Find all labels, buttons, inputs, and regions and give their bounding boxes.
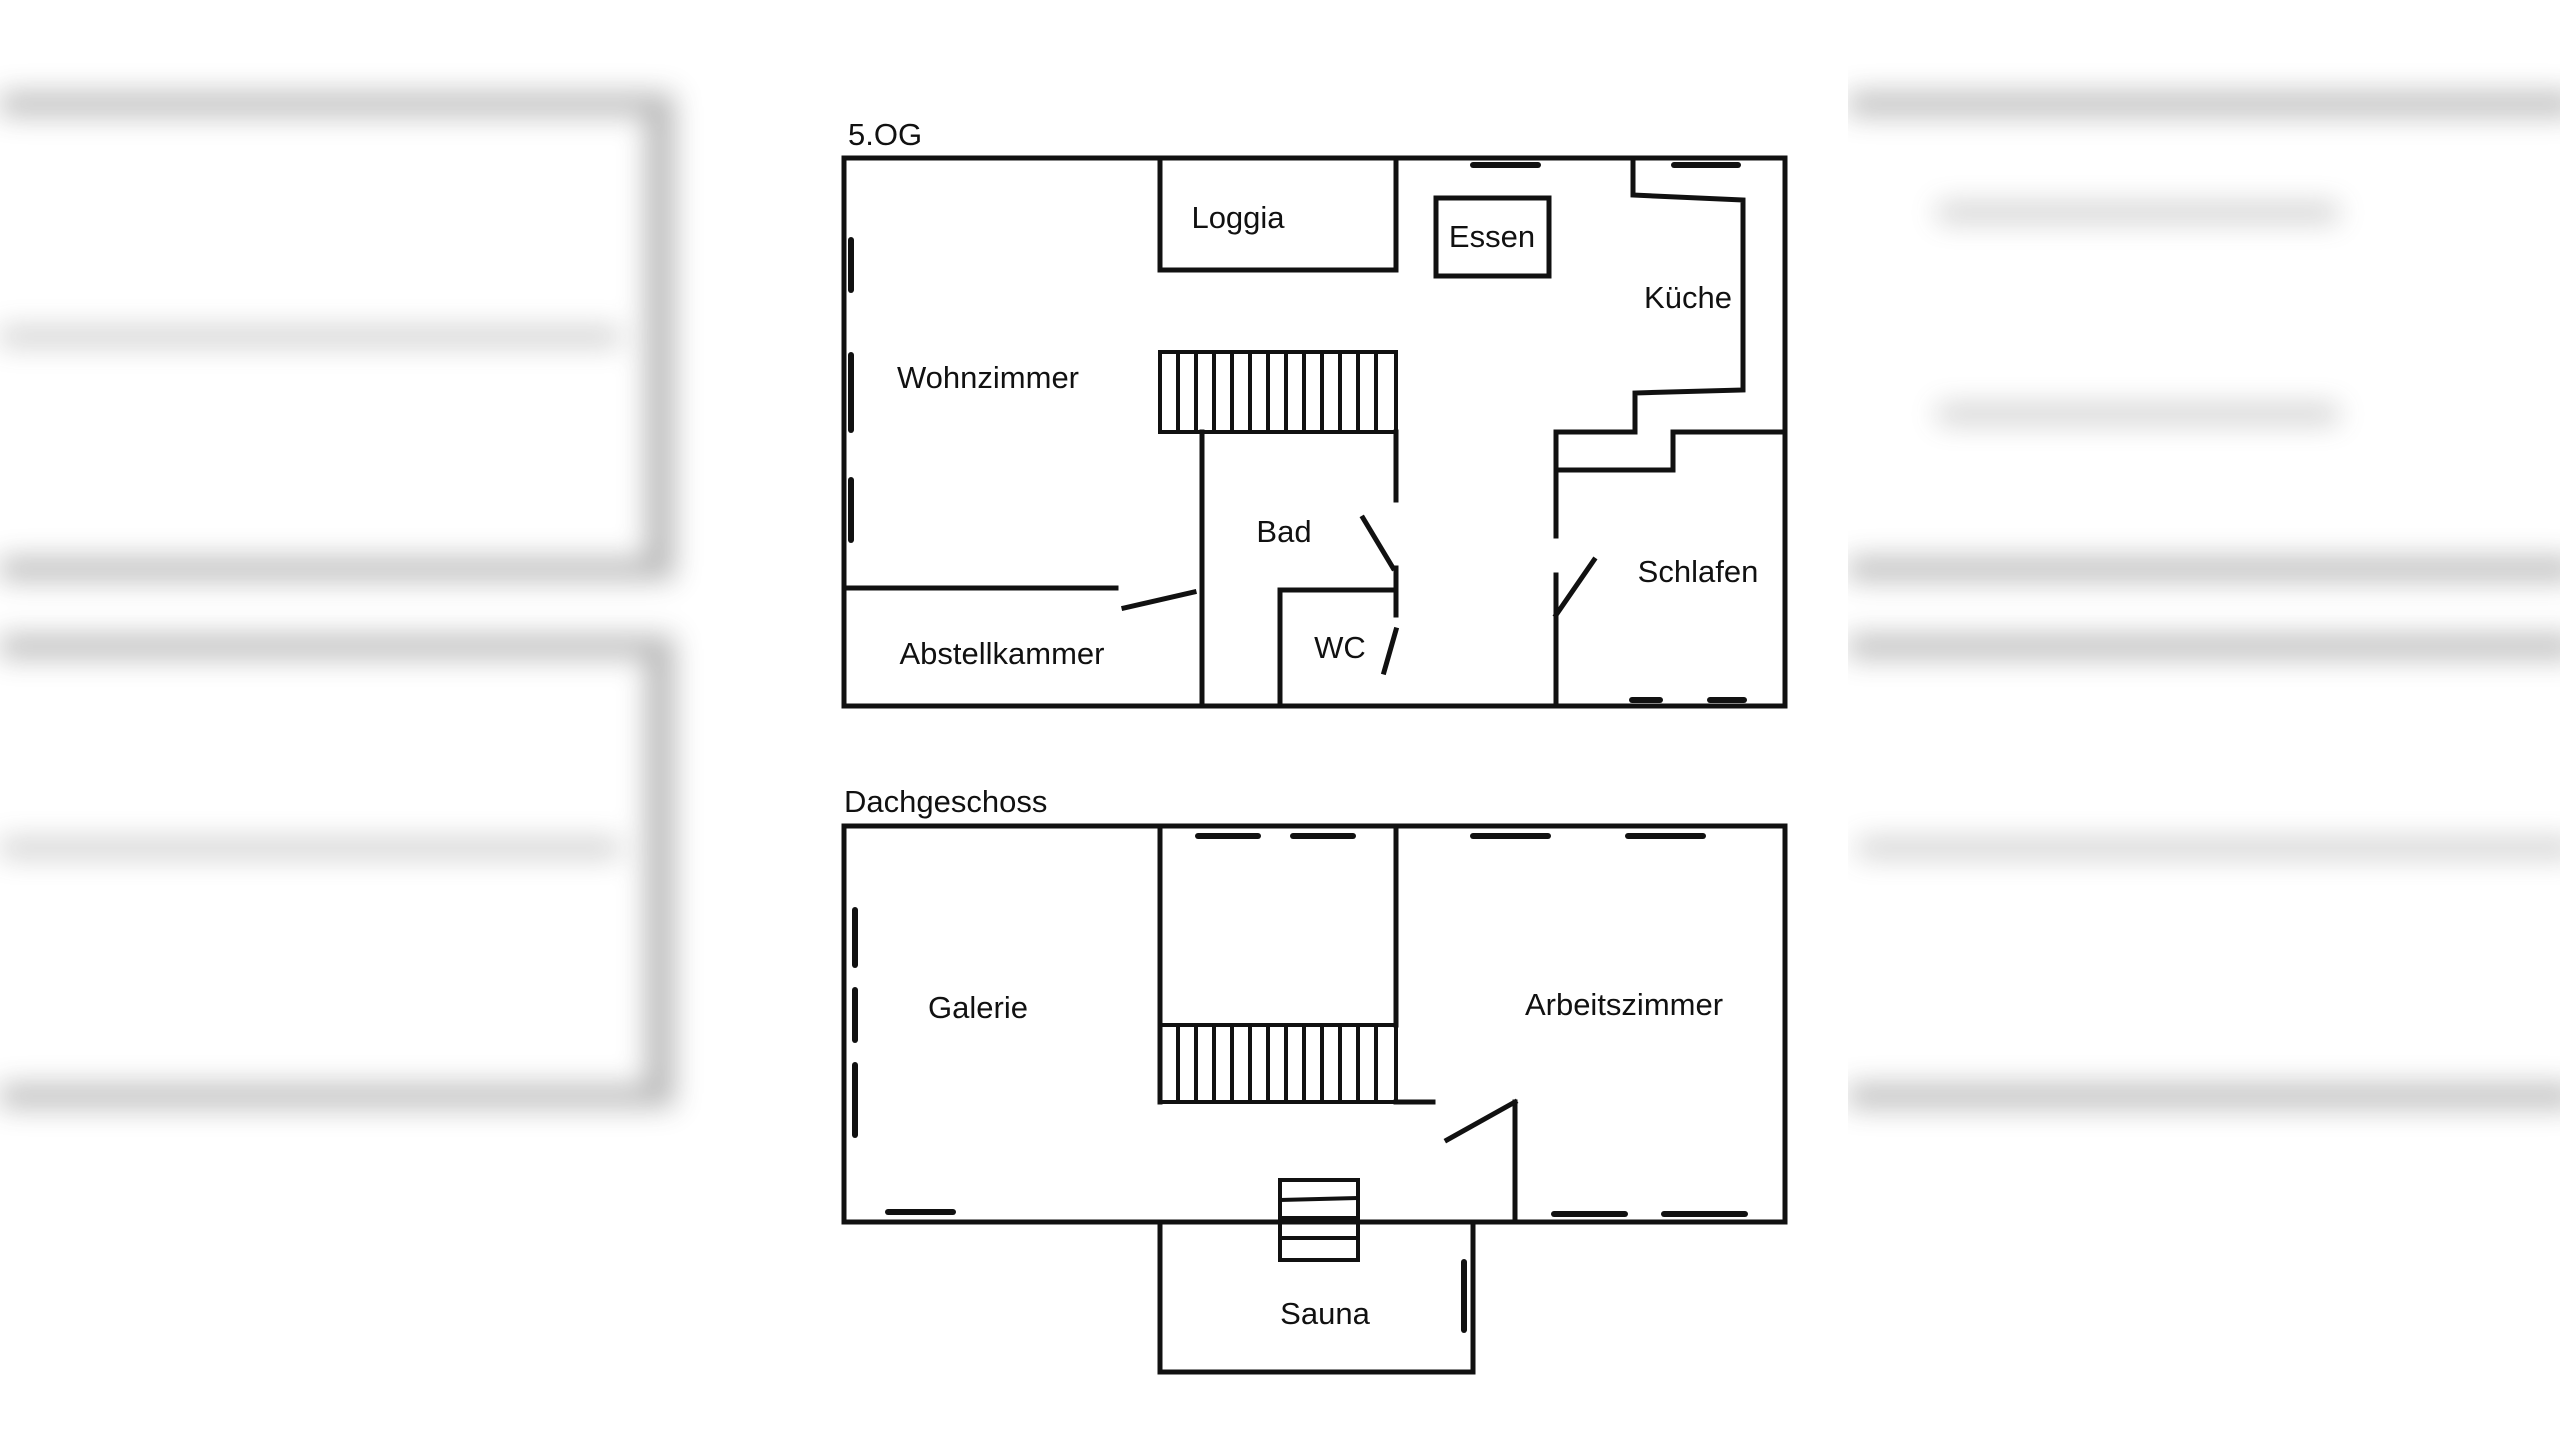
room-label-wohnzimmer: Wohnzimmer (897, 360, 1079, 395)
attic-windows (852, 833, 1748, 1217)
abstellkammer-door (1121, 589, 1197, 611)
attic-staircase (1158, 1023, 1436, 1105)
attic-floor-plan: Dachgeschoss (841, 784, 1788, 1375)
room-label-galerie: Galerie (928, 990, 1028, 1025)
upper-staircase (1158, 350, 1398, 434)
upper-floor-label: 5.OG (848, 117, 922, 152)
upper-floor-plan: 5.OG (841, 117, 1788, 709)
wc-wall (1277, 587, 1399, 709)
arbeitszimmer-door (1443, 1098, 1519, 1144)
loggia-wall (1157, 155, 1399, 273)
essen-box (1433, 195, 1552, 279)
attic-outer-wall (841, 823, 1788, 1225)
room-label-kueche: Küche (1644, 280, 1732, 315)
room-label-arbeitszimmer: Arbeitszimmer (1525, 987, 1723, 1022)
sauna-staircase (1278, 1178, 1360, 1262)
kitchen-counter (1553, 160, 1746, 539)
floor-plan-drawing: 5.OG (841, 117, 1788, 1375)
room-label-wc: WC (1314, 630, 1366, 665)
bad-door (1359, 514, 1397, 572)
blurred-background-right (1848, 0, 2560, 1440)
room-label-schlafen: Schlafen (1638, 554, 1759, 589)
wc-door (1380, 626, 1400, 676)
room-label-bad: Bad (1256, 514, 1311, 549)
schlafen-door (1552, 556, 1598, 619)
upper-windows (848, 162, 1747, 703)
room-label-essen: Essen (1449, 219, 1535, 254)
floor-plan-panel: 5.OG (728, 0, 1848, 1440)
blurred-background-left (0, 0, 728, 1440)
sauna-wall (1157, 1219, 1476, 1375)
attic-floor-label: Dachgeschoss (844, 784, 1047, 819)
room-label-loggia: Loggia (1191, 200, 1285, 235)
kitchen-ledge (1553, 429, 1676, 473)
room-label-sauna: Sauna (1280, 1296, 1370, 1331)
room-label-abstellkammer: Abstellkammer (900, 636, 1105, 671)
